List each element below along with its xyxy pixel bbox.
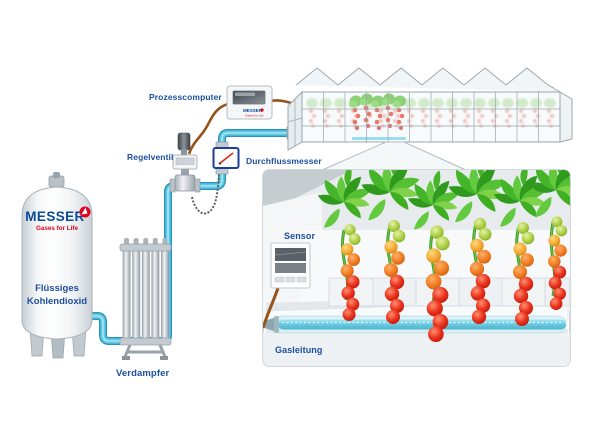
co2-sensor [263, 242, 311, 329]
flow-meter [212, 141, 240, 175]
label-control-valve: Regelventil [127, 152, 174, 162]
tank-body [21, 186, 93, 340]
greenhouse-front-roof [295, 67, 561, 93]
co2-tank: MESSER Gases for Life Flüssiges Kohlendi… [21, 172, 93, 359]
label-gas-line: Gasleitung [275, 345, 323, 355]
zoom-funnel [319, 141, 469, 172]
tomato-plants [316, 151, 586, 342]
label-evaporator: Verdampfer [116, 368, 170, 379]
valve-gauge-display [175, 157, 195, 165]
greenhouse-plant-rows-highlighted [349, 93, 406, 140]
greenhouse-right-face [559, 91, 573, 143]
cable-computer-to-valve [187, 102, 229, 155]
inset-floor [263, 333, 570, 366]
sensor-cable [263, 287, 280, 329]
computer-brand-tagline: Gases for Life [245, 114, 264, 118]
valve-body [174, 174, 196, 192]
tank-contents-line1: Flüssiges [35, 283, 79, 294]
tank-brand-tagline: Gases for Life [36, 225, 78, 232]
tank-top-valve [53, 172, 60, 178]
evaporator-legs [122, 344, 168, 360]
tank-contents-line2: Kohlendioxid [27, 296, 87, 307]
gas-line-end-cap [265, 317, 276, 332]
evaporator-tubes [122, 249, 169, 341]
inset-detail-view [262, 151, 586, 367]
messer-badge-icon [79, 206, 91, 218]
label-sensor: Sensor [284, 231, 316, 241]
tank-brand-wordmark: MESSER [25, 209, 84, 224]
sensor-vent-panel [275, 248, 306, 261]
evaporator [119, 238, 172, 360]
evaporator-top-header [119, 243, 172, 252]
greenhouse-glazing-frame [287, 91, 561, 146]
evaporator-bottom-header [119, 337, 172, 346]
computer-badge-icon [260, 108, 264, 112]
computer-brand-wordmark: MESSER [243, 108, 263, 113]
greenhouse [287, 67, 573, 151]
valve-actuator [177, 132, 191, 151]
control-valve [169, 132, 201, 193]
sensor-vent-panel [275, 263, 306, 273]
flow-meter-needle [218, 152, 234, 165]
process-computer: MESSER Gases for Life [226, 85, 273, 120]
label-process-computer: Prozesscomputer [149, 92, 222, 102]
signal-cable-coiled [191, 174, 220, 215]
label-flow-meter: Durchflussmesser [246, 156, 322, 166]
planter-boxes [328, 277, 570, 307]
